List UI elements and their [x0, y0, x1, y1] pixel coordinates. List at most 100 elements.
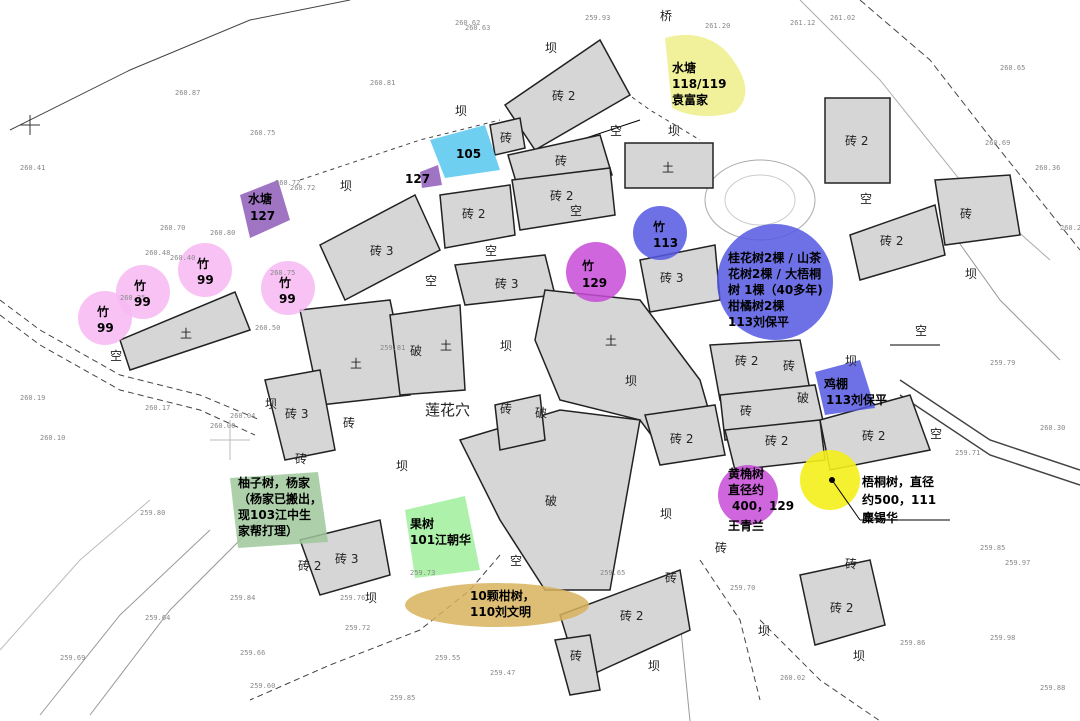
building-label: 砖 2 — [462, 206, 485, 221]
chicken-coop-marker — [815, 360, 875, 415]
pond-top-marker — [665, 34, 746, 117]
building-labels: 砖 2 砖 砖 砖 2 土 砖 2 砖 3 砖 2 砖 3 砖 3 土 土 破 … — [110, 9, 977, 673]
area-label: 坝 — [455, 104, 467, 118]
bamboo-num: 99 — [197, 273, 214, 287]
fruit-101-line2: 101江朝华 — [410, 532, 471, 547]
lot-127-small-num: 127 — [405, 172, 430, 186]
elevation-label: 260.17 — [145, 404, 170, 412]
building — [389, 304, 466, 396]
building-label: 土 — [350, 357, 362, 371]
bamboo-num: 99 — [279, 292, 296, 306]
bamboo-label: 竹 — [96, 304, 109, 319]
elevation-label: 260.62 — [455, 19, 480, 27]
building-label: 破 — [410, 343, 422, 358]
building — [494, 394, 546, 451]
paulownia-line2: 约500，111 — [862, 492, 936, 507]
building-label: 破 — [797, 390, 809, 405]
elevation-label: 259.64 — [145, 614, 170, 622]
area-label: 空 — [860, 192, 872, 206]
pond-left-marker — [240, 180, 290, 238]
elevation-label: 260.80 — [210, 229, 235, 237]
pond-top-line1: 水塘 — [672, 60, 696, 75]
elevation-label: 259.76 — [340, 594, 365, 602]
area-label: 坝 — [758, 624, 770, 638]
building-label: 砖 — [715, 540, 727, 555]
magnolia-marker — [718, 465, 778, 525]
fruit-101-marker — [405, 496, 480, 578]
building-label: 砖 2 — [830, 600, 853, 615]
elevation-label: 260.02 — [780, 674, 805, 682]
tangerine-line1: 10颗柑树， — [470, 588, 535, 603]
building-label: 土 — [180, 327, 192, 341]
elevation-label: 259.79 — [990, 359, 1015, 367]
building-label: 破 — [535, 405, 547, 420]
lot-127-small-marker — [420, 165, 442, 188]
building-label: 砖 — [960, 206, 972, 221]
elevation-label: 259.72 — [345, 624, 370, 632]
building — [849, 204, 946, 281]
elevation-label: 260.48 — [145, 249, 170, 257]
elevation-label: 260.41 — [20, 164, 45, 172]
elevation-label: 259.85 — [390, 694, 415, 702]
pond-top-line3: 袁富家 — [671, 92, 709, 107]
tangerine-line2: 110刘文明 — [470, 604, 531, 619]
elevation-label: 260.36 — [1035, 164, 1060, 172]
building-label: 砖 3 — [285, 406, 308, 421]
elevation-label: 259.69 — [60, 654, 85, 662]
pond-left-num: 127 — [250, 209, 275, 223]
magnolia-line1: 黄桷树 — [728, 466, 764, 481]
elevation-label: 259.93 — [585, 14, 610, 22]
pomelo-marker — [230, 472, 328, 548]
elevation-label: 259.47 — [490, 669, 515, 677]
building — [644, 404, 726, 466]
paulownia-line1: 梧桐树，直径 — [862, 474, 934, 489]
building-label: 砖 3 — [495, 276, 518, 291]
elevation-label: 261.12 — [790, 19, 815, 27]
bamboo-num: 99 — [134, 295, 151, 309]
building-label: 砖 2 — [845, 133, 868, 148]
pond-left-label: 水塘 — [248, 191, 272, 206]
area-label: 坝 — [648, 659, 660, 673]
building-label: 砖 3 — [335, 551, 358, 566]
building — [458, 409, 641, 591]
building — [264, 369, 336, 461]
building-label: 破 — [545, 493, 557, 508]
elevation-label: 260.40 — [170, 254, 195, 262]
area-label: 空 — [110, 349, 122, 363]
elevation-label: 260.87 — [175, 89, 200, 97]
elevation-label: 259.60 — [250, 682, 275, 690]
bamboo-marker — [78, 291, 132, 345]
building — [439, 184, 516, 249]
pomelo-line2: （杨家已搬出， — [238, 491, 322, 506]
bamboo-129-marker — [566, 242, 626, 302]
area-label: 空 — [610, 124, 622, 138]
building-label: 砖 2 — [880, 233, 903, 248]
area-label: 坝 — [545, 41, 557, 55]
elevation-label: 259.66 — [240, 649, 265, 657]
elevation-label: 259.84 — [230, 594, 255, 602]
building-label: 砖 3 — [370, 243, 393, 258]
elevation-label: 259.65 — [600, 569, 625, 577]
building-label: 砖 — [845, 556, 857, 571]
bamboo-marker — [178, 243, 232, 297]
trees-113-marker — [717, 224, 833, 340]
elevation-label: 259.55 — [435, 654, 460, 662]
area-label: 空 — [485, 244, 497, 258]
building-label: 桥 — [660, 9, 672, 23]
bamboo-marker — [261, 261, 315, 315]
building — [319, 193, 441, 302]
building-label: 砖 2 — [298, 558, 321, 573]
elevation-label: 260.72 — [290, 184, 315, 192]
elevation-label: 259.73 — [410, 569, 435, 577]
area-label: 坝 — [845, 354, 857, 368]
building-label: 砖 — [783, 358, 795, 373]
building-label: 砖 — [500, 130, 512, 145]
area-label: 坝 — [668, 124, 680, 138]
bamboo-129-label: 竹 — [581, 258, 594, 273]
magnolia-line3: 400，129 — [732, 499, 794, 513]
elevation-label: 259.85 — [980, 544, 1005, 552]
building-label: 砖 2 — [550, 188, 573, 203]
elevation-label: 259.71 — [955, 449, 980, 457]
building-label: 土 — [605, 334, 617, 348]
